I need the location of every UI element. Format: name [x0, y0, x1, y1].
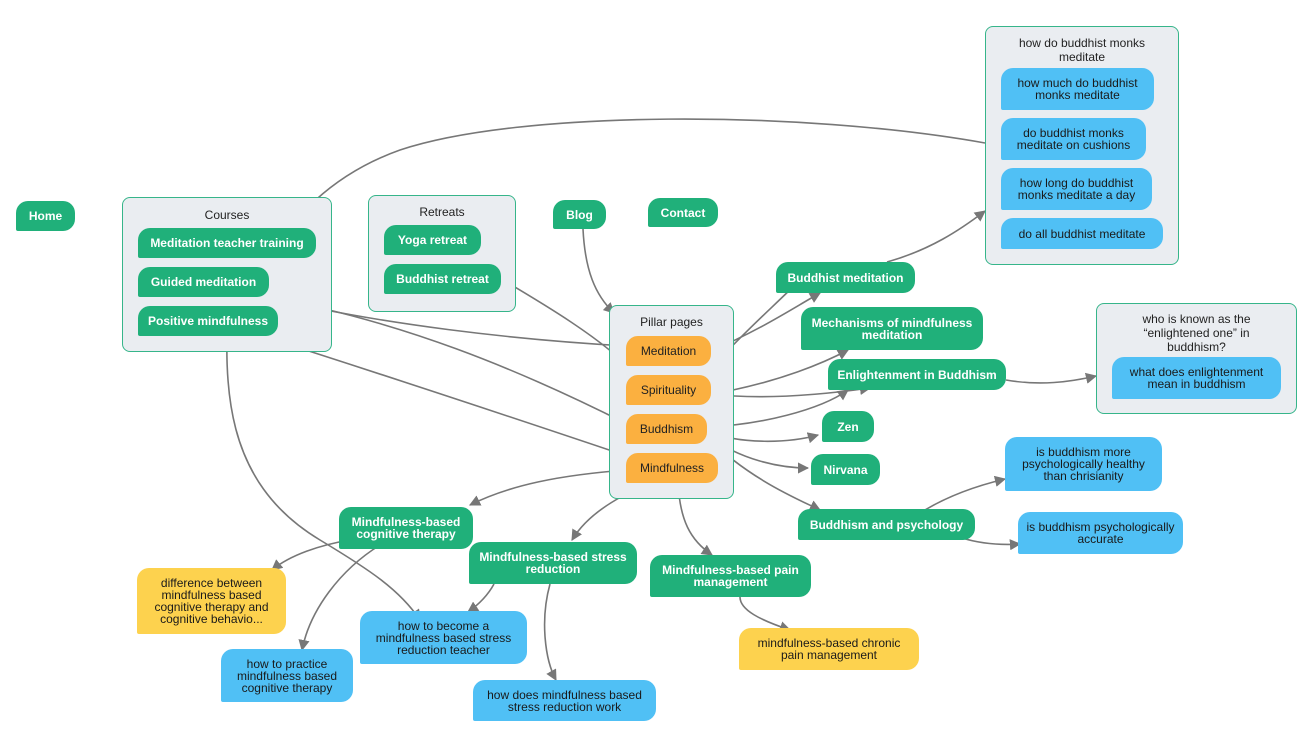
edge-mindfulness-positive [260, 333, 628, 457]
topic-pain-management[interactable]: Mindfulness-based pain management [650, 555, 811, 597]
enlightened-title: who is known as the “enlightened one” in… [1142, 312, 1251, 354]
question-mbsr-work[interactable]: how does mindfulness based stress reduct… [473, 680, 656, 721]
question-mbct-practice[interactable]: how to practice mindfulness based cognit… [221, 649, 353, 702]
pillar-buddhism[interactable]: Buddhism [626, 414, 707, 444]
topic-buddhism-psychology[interactable]: Buddhism and psychology [798, 509, 975, 540]
monks-all[interactable]: do all buddhist meditate [1001, 218, 1163, 249]
monks-title: how do buddhist monks meditate [1018, 36, 1146, 64]
retreats-title: Retreats [419, 205, 465, 219]
enlightenment-meaning[interactable]: what does enlightenment mean in buddhism [1112, 357, 1281, 399]
question-psych-accurate[interactable]: is buddhism psychologically accurate [1018, 512, 1183, 554]
pillar-meditation[interactable]: Meditation [626, 336, 711, 366]
courses-title: Courses [204, 208, 250, 222]
edge-pain-chronic [739, 596, 792, 633]
edge-budmed-monks [886, 210, 986, 263]
monks-how-much[interactable]: how much do buddhist monks meditate [1001, 68, 1154, 110]
topic-enlightenment[interactable]: Enlightenment in Buddhism [828, 359, 1006, 390]
pillar-spirituality[interactable]: Spirituality [626, 375, 711, 405]
question-mbsr-teacher[interactable]: how to become a mindfulness based stress… [360, 611, 527, 664]
edge-blog-pillar [582, 228, 615, 314]
topic-mbct[interactable]: Mindfulness-based cognitive therapy [339, 507, 473, 549]
course-meditation-teacher-training[interactable]: Meditation teacher training [138, 228, 316, 258]
home-node[interactable]: Home [16, 201, 75, 231]
edge-enlightenment-group [1005, 372, 1098, 384]
edge-mbct-practice [298, 544, 381, 652]
edge-spirituality-mechanisms [732, 349, 849, 391]
monks-cushions[interactable]: do buddhist monks meditate on cushions [1001, 118, 1146, 160]
question-psych-healthy[interactable]: is buddhism more psychologically healthy… [1005, 437, 1162, 491]
edge-psychology-healthy [924, 475, 1007, 511]
pillar-title: Pillar pages [640, 315, 703, 329]
topic-nirvana[interactable]: Nirvana [811, 454, 880, 485]
pillar-mindfulness[interactable]: Mindfulness [626, 453, 718, 483]
blog-node[interactable]: Blog [553, 200, 606, 229]
edge-guided-teacher [226, 297, 421, 621]
topic-mechanisms[interactable]: Mechanisms of mindfulness meditation [801, 307, 983, 350]
contact-node[interactable]: Contact [648, 198, 718, 227]
question-mbct-difference[interactable]: difference between mindfulness based cog… [137, 568, 286, 634]
topic-buddhist-meditation[interactable]: Buddhist meditation [776, 262, 915, 293]
retreat-yoga[interactable]: Yoga retreat [384, 225, 481, 255]
edge-mbsr-work [543, 583, 557, 681]
question-chronic-pain[interactable]: mindfulness-based chronic pain managemen… [739, 628, 919, 670]
course-guided-meditation[interactable]: Guided meditation [138, 267, 269, 297]
topic-zen[interactable]: Zen [822, 411, 874, 442]
monks-how-long[interactable]: how long do buddhist monks meditate a da… [1001, 168, 1152, 210]
edge-mindfulness-mbct [468, 469, 628, 506]
edge-mbsr-teacher [467, 583, 495, 613]
edge-psychology-accurate [961, 537, 1022, 551]
course-positive-mindfulness[interactable]: Positive mindfulness [138, 306, 278, 336]
topic-mbsr[interactable]: Mindfulness-based stress reduction [469, 542, 637, 584]
retreat-buddhist[interactable]: Buddhist retreat [384, 264, 501, 294]
